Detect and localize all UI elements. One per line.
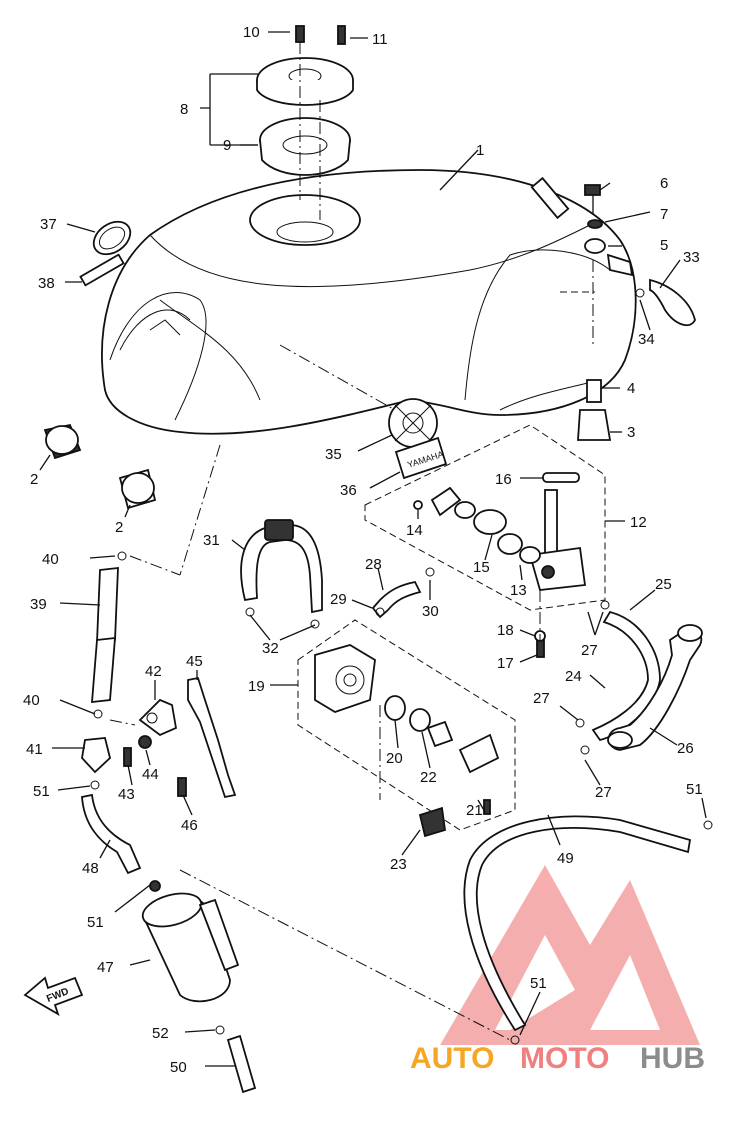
label-37: 37 <box>40 216 57 233</box>
watermark-hub: HUB <box>640 1042 705 1075</box>
label-41: 41 <box>26 741 43 758</box>
label-51b: 51 <box>87 914 104 931</box>
label-31: 31 <box>203 532 220 549</box>
label-6: 6 <box>660 175 668 192</box>
dampers <box>43 423 157 510</box>
label-40a: 40 <box>42 551 59 568</box>
label-47: 47 <box>97 959 114 976</box>
label-5: 5 <box>660 237 668 254</box>
label-7: 7 <box>660 206 668 223</box>
label-13: 13 <box>510 582 527 599</box>
label-43: 43 <box>118 786 135 803</box>
pump-assembly <box>297 619 516 838</box>
brackets <box>123 676 237 799</box>
reference-lines <box>109 344 541 1041</box>
fwd-arrow-icon: FWD <box>23 976 84 1016</box>
label-35: 35 <box>325 446 342 463</box>
label-51c: 51 <box>686 781 703 798</box>
label-40b: 40 <box>23 692 40 709</box>
label-50: 50 <box>170 1059 187 1076</box>
label-29: 29 <box>330 591 347 608</box>
label-30: 30 <box>422 603 439 620</box>
label-44: 44 <box>142 766 159 783</box>
label-16: 16 <box>495 471 512 488</box>
label-12: 12 <box>630 514 647 531</box>
label-45: 45 <box>186 653 203 670</box>
label-51d: 51 <box>530 975 547 992</box>
label-2b: 2 <box>115 519 123 536</box>
label-24: 24 <box>565 668 582 685</box>
label-32: 32 <box>262 640 279 657</box>
label-21: 21 <box>466 802 483 819</box>
label-2a: 2 <box>30 471 38 488</box>
gaskets <box>79 220 132 287</box>
label-38: 38 <box>38 275 55 292</box>
label-36: 36 <box>340 482 357 499</box>
label-26: 26 <box>677 740 694 757</box>
watermark-auto: AUTO <box>410 1042 494 1075</box>
label-49: 49 <box>557 850 574 867</box>
label-3: 3 <box>627 424 635 441</box>
label-27b: 27 <box>533 690 550 707</box>
mount-parts <box>530 176 696 441</box>
part-labels: 10 11 8 9 1 6 7 5 33 34 4 3 37 38 2 2 35… <box>23 24 703 1076</box>
fuel-hoses <box>240 519 703 755</box>
label-33: 33 <box>683 249 700 266</box>
label-34: 34 <box>638 331 655 348</box>
label-14: 14 <box>406 522 423 539</box>
leader-lines <box>39 31 707 1067</box>
fuel-cock-assembly <box>364 424 606 658</box>
label-4: 4 <box>627 380 635 397</box>
label-20: 20 <box>386 750 403 767</box>
label-25: 25 <box>655 576 672 593</box>
label-1: 1 <box>476 142 484 159</box>
label-48: 48 <box>82 860 99 877</box>
fuel-filter-canister <box>141 880 257 1094</box>
emblem: YAMAHA <box>388 398 448 480</box>
label-52: 52 <box>152 1025 169 1042</box>
label-17: 17 <box>497 655 514 672</box>
label-46: 46 <box>181 817 198 834</box>
label-23: 23 <box>390 856 407 873</box>
watermark-moto: MOTO <box>520 1042 609 1075</box>
label-27c: 27 <box>595 784 612 801</box>
label-8: 8 <box>180 101 188 118</box>
label-15: 15 <box>473 559 490 576</box>
return-hose <box>463 815 713 1045</box>
label-51a: 51 <box>33 783 50 800</box>
label-11: 11 <box>372 31 388 48</box>
label-19: 19 <box>248 678 265 695</box>
label-42: 42 <box>145 663 162 680</box>
label-18: 18 <box>497 622 514 639</box>
label-39: 39 <box>30 596 47 613</box>
filler-cap-assembly <box>256 25 354 220</box>
label-22: 22 <box>420 769 437 786</box>
watermark-text: AUTO MOTO HUB <box>410 1042 705 1075</box>
fuel-tank <box>101 169 637 435</box>
label-9: 9 <box>223 137 231 154</box>
label-10: 10 <box>243 24 260 41</box>
label-28: 28 <box>365 556 382 573</box>
left-hose-filter <box>81 551 142 875</box>
label-27a: 27 <box>581 642 598 659</box>
